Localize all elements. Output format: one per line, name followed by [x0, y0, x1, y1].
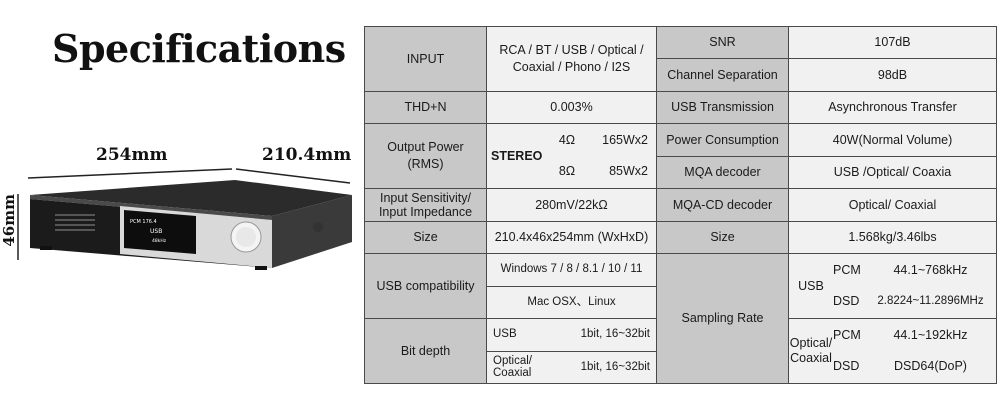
output-power-ohm-8: 8Ω [558, 164, 576, 179]
thdn-value: 0.003% [486, 90, 657, 125]
weight-label: Size [656, 220, 789, 255]
depth-dimension-label: 210.4mm [262, 145, 352, 165]
bit-depth-optical-source: Optical/ Coaxial [487, 355, 553, 380]
output-power-watts-8: 85Wx2 [609, 164, 648, 179]
input-value-line2: Coaxial / Phono / I2S [512, 59, 631, 74]
input-sensitivity-label-line1: Input Sensitivity/ [379, 190, 471, 205]
width-dimension-line [27, 168, 233, 179]
mqa-decoder-label: MQA decoder [656, 155, 789, 190]
input-label: INPUT [364, 26, 487, 92]
output-power-label-line1: Output Power [387, 140, 464, 155]
depth-dimension-line [235, 168, 351, 184]
display-line3: 48kHz [152, 238, 167, 244]
table-row: Channel Separation 98dB [365, 58, 997, 92]
bit-depth-usb: USB 1bit, 16~32bit [486, 318, 657, 352]
sampling-optical-dsd-value: DSD64(DoP) [894, 359, 967, 374]
table-row: USB compatibility Windows 7 / 8 / 8.1 / … [364, 253, 997, 384]
size-value: 210.4x46x254mm (WxHxD) [486, 220, 657, 255]
sampling-usb-pcm-label: PCM [833, 263, 861, 278]
mqa-decoder-value: USB /Optical/ Coaxia [788, 155, 997, 190]
display-line1: PCM 176.4 [130, 219, 157, 225]
usb-transmission-value: Asynchronous Transfer [788, 90, 997, 125]
specifications-table: INPUT RCA / BT / USB / Optical / Coaxial… [364, 25, 997, 385]
power-consumption-value: 40W(Normal Volume) [788, 123, 997, 157]
table-row: Size 210.4x46x254mm (WxHxD) Size 1.568kg… [364, 220, 997, 255]
power-consumption-label: Power Consumption [656, 123, 789, 157]
output-power-ohm-4: 4Ω [558, 133, 576, 148]
output-power-watts-4: 165Wx2 [602, 133, 648, 148]
sampling-optical-dsd-label: DSD [833, 359, 860, 374]
device-display-screen [124, 210, 196, 254]
channel-separation-value: 98dB [788, 58, 997, 92]
table-row: Output Power (RMS) STEREO 4Ω 165Wx2 8Ω 8… [364, 123, 997, 190]
table-row: THD+N 0.003% USB Transmission Asynchrono… [364, 90, 997, 125]
bit-depth-usb-value: 1bit, 16~32bit [580, 328, 650, 341]
table-row: MQA decoder USB /Optical/ Coaxia [365, 155, 997, 190]
usb-compatibility-line1: Windows 7 / 8 / 8.1 / 10 / 11 [486, 253, 657, 287]
sampling-usb-pcm-value: 44.1~768kHz [893, 263, 968, 278]
sampling-optical-label-line1: Optical/ [789, 336, 833, 351]
snr-label: SNR [656, 25, 789, 60]
output-power-label-line2: (RMS) [407, 157, 444, 172]
output-power-label: Output Power (RMS) [364, 123, 487, 190]
table-row: Bit depth USB 1bit, 16~32bit Optical/ Co… [364, 318, 997, 384]
bit-depth-optical-source-line2: Coaxial [493, 367, 532, 380]
table-row: INPUT RCA / BT / USB / Optical / Coaxial… [364, 25, 997, 92]
bit-depth-optical: Optical/ Coaxial 1bit, 16~32bit [486, 350, 657, 385]
bit-depth-label: Bit depth [364, 318, 487, 384]
table-row: Optical/ Coaxial 1bit, 16~32bit [365, 350, 997, 385]
amplifier-illustration: PCM 176.4 USB 48kHz [17, 168, 352, 270]
sampling-optical-pcm-label: PCM [833, 328, 861, 343]
bit-depth-usb-source: USB [493, 328, 517, 341]
amplifier-device-image: PCM 176.4 USB 48kHz [0, 150, 360, 280]
bit-depth-optical-source-line1: Optical/ [493, 354, 532, 367]
usb-compatibility-label: USB compatibility [364, 253, 487, 320]
sampling-optical-pcm-value: 44.1~192kHz [893, 328, 968, 343]
channel-separation-label: Channel Separation [656, 58, 789, 92]
thdn-label: THD+N [364, 90, 487, 125]
stereo-mode: STEREO [491, 148, 543, 163]
weight-value: 1.568kg/3.46lbs [788, 220, 997, 255]
display-line2: USB [150, 228, 162, 235]
sampling-usb-dsd-value: 2.8224~11.2896MHz [877, 294, 984, 307]
input-value: RCA / BT / USB / Optical / Coaxial / Pho… [486, 26, 657, 92]
sampling-optical-label: Optical/ Coaxial [789, 336, 833, 366]
table-row: Input Sensitivity/ Input Impedance 280mV… [364, 188, 997, 222]
sampling-optical-label-line2: Coaxial [790, 351, 832, 366]
mqa-cd-decoder-value: Optical/ Coaxial [788, 188, 997, 222]
size-label: Size [364, 220, 487, 255]
output-power-value: STEREO 4Ω 165Wx2 8Ω 85Wx2 [486, 123, 657, 190]
sampling-rate-optical: Optical/ Coaxial PCM 44.1~192kHz DSD DSD… [788, 318, 997, 384]
table-row: Mac OSX、Linux [365, 285, 997, 320]
sampling-usb-dsd-label: DSD [833, 294, 860, 309]
mqa-cd-decoder-label: MQA-CD decoder [656, 188, 789, 222]
bit-depth-optical-value: 1bit, 16~32bit [580, 360, 650, 373]
snr-value: 107dB [788, 25, 997, 60]
device-top-surface [30, 180, 352, 216]
sampling-rate-label: Sampling Rate [656, 253, 789, 384]
input-sensitivity-value: 280mV/22kΩ [486, 188, 657, 222]
usb-compatibility-line2: Mac OSX、Linux [486, 285, 657, 320]
sampling-rate-usb: USB PCM 44.1~768kHz DSD 2.8224~11.2896MH… [788, 253, 997, 320]
usb-transmission-label: USB Transmission [656, 90, 789, 125]
input-sensitivity-label: Input Sensitivity/ Input Impedance [364, 188, 487, 222]
width-dimension-label: 254mm [96, 145, 168, 165]
headphone-jack [313, 222, 323, 232]
device-side-panel [272, 195, 352, 268]
sampling-usb-label: USB [798, 278, 824, 293]
input-sensitivity-label-line2: Input Impedance [378, 204, 473, 219]
page-title: Specifications [52, 26, 346, 71]
input-value-line1: RCA / BT / USB / Optical / [499, 43, 644, 58]
